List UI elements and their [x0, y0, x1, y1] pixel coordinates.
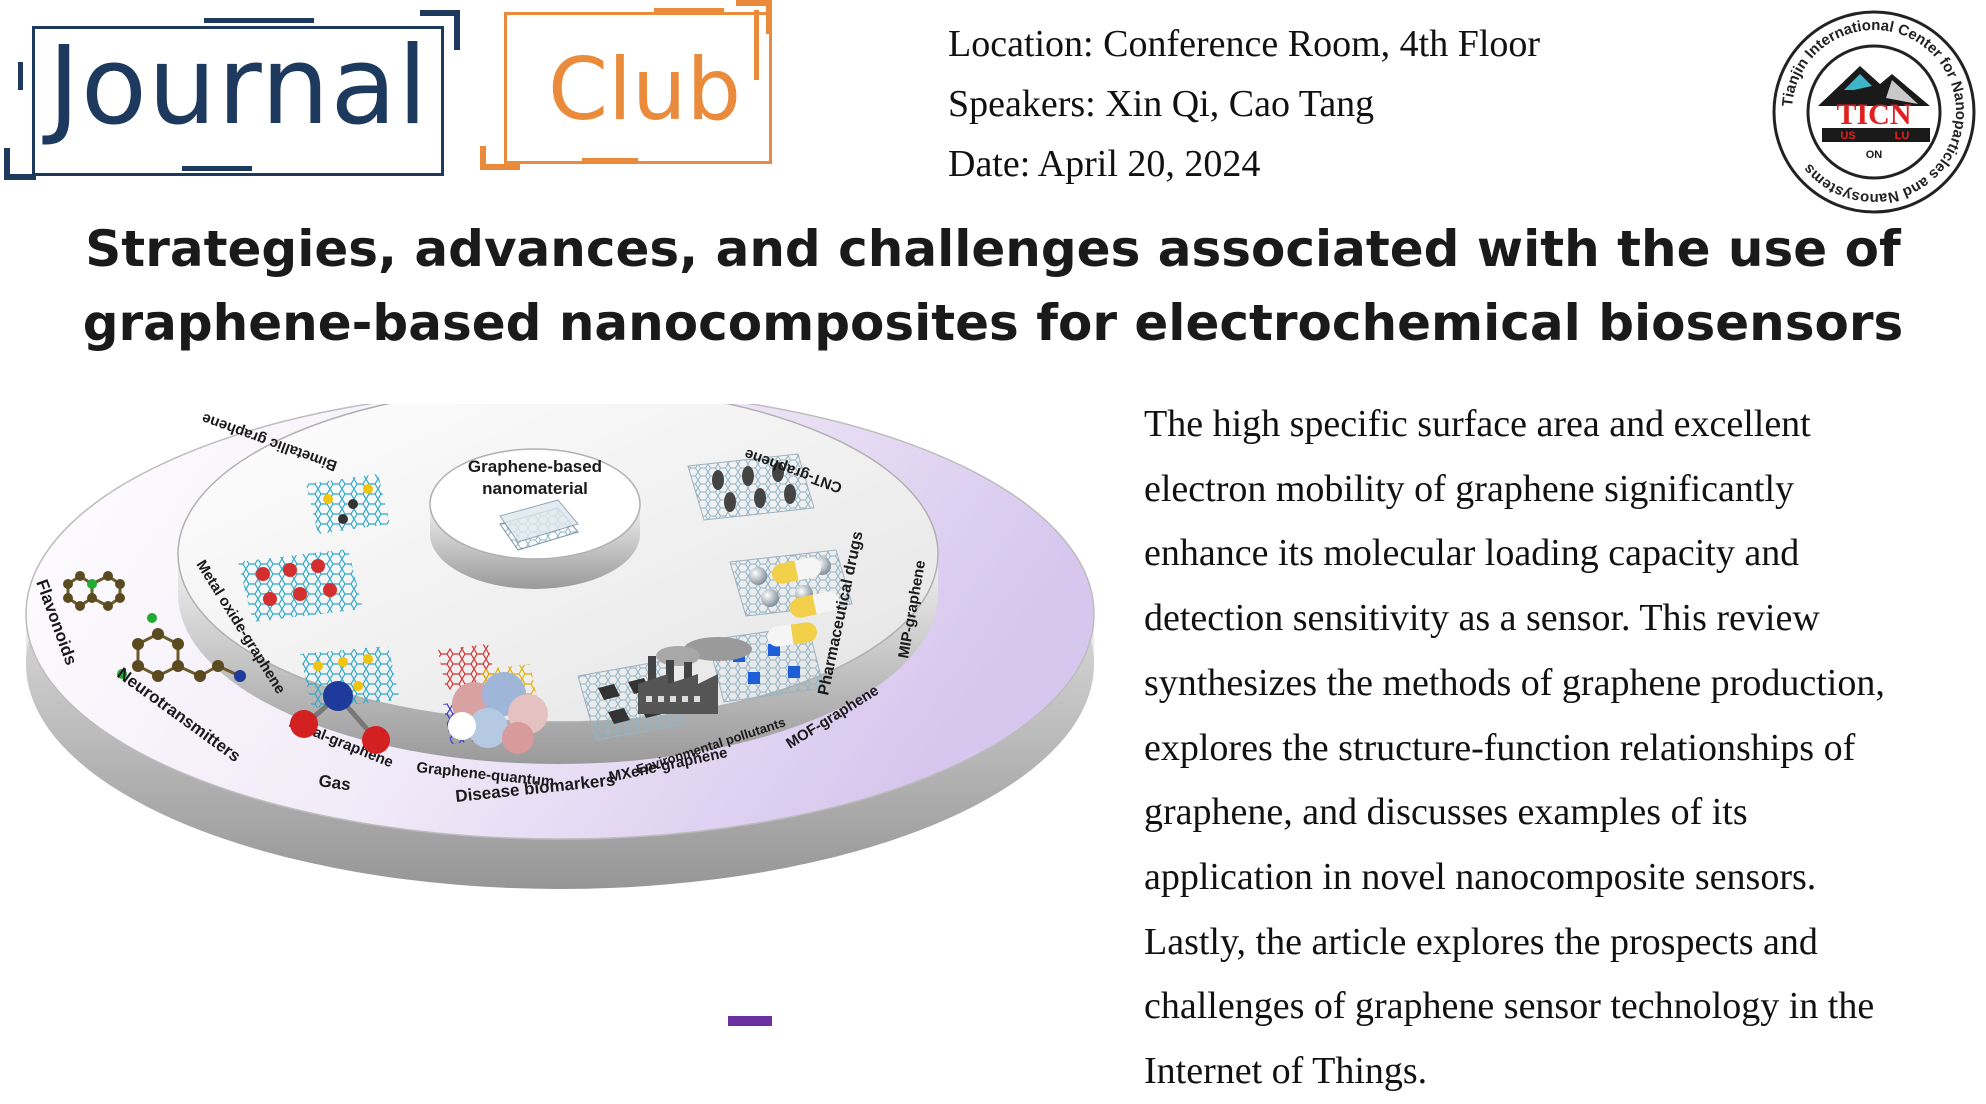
event-date: Date: April 20, 2024 [948, 143, 1261, 185]
neurotransmitter-molecule-icon [117, 613, 246, 682]
abstract-line: Lastly, the article explores the prospec… [1144, 920, 1818, 963]
page-title: Strategies, advances, and challenges ass… [0, 212, 1986, 360]
journal-logo-text: Journal [48, 24, 429, 149]
center-label-2: nanomaterial [482, 479, 588, 498]
abstract-line: detection sensitivity as a sensor. This … [1144, 597, 1820, 640]
purple-marker [728, 1016, 772, 1026]
factory-icon [638, 637, 752, 714]
event-speakers: Speakers: Xin Qi, Cao Tang [948, 83, 1375, 125]
label-gas: Gas [317, 771, 351, 794]
center-pedestal [429, 448, 641, 560]
abstract-line: Internet of Things. [1144, 1050, 1428, 1093]
abstract-line: electron mobility of graphene significan… [1144, 467, 1795, 510]
gas-molecule-icon [290, 681, 390, 754]
event-location: Location: Conference Room, 4th Floor [948, 23, 1541, 65]
club-logo-brackets [480, 0, 772, 170]
journal-logo: Journal [4, 6, 464, 186]
emblem-sub-lu: LU [1895, 130, 1910, 142]
disease-biomarker-protein-icon [448, 672, 548, 754]
ticn-emblem: Tianjin International Center for Nanopar… [1772, 10, 1976, 214]
center-label-1: Graphene-based [468, 457, 602, 476]
abstract-line: graphene, and discusses examples of its [1144, 791, 1748, 834]
emblem-center-text: TICN [1836, 98, 1911, 131]
abstract-line: challenges of graphene sensor technology… [1144, 985, 1875, 1028]
journal-logo-brackets [4, 10, 460, 180]
cnt-graphene-icon [687, 453, 815, 521]
flavonoid-molecule-icon [63, 571, 125, 611]
abstract-line: enhance its molecular loading capacity a… [1144, 532, 1800, 575]
graphical-abstract-figure: Graphene-based nanomaterial [25, 404, 1095, 1026]
abstract-line: synthesizes the methods of graphene prod… [1144, 661, 1885, 704]
metal-oxide-graphene-icon [238, 549, 363, 622]
emblem-sub-us: US [1840, 130, 1855, 142]
bimetallic-graphene-icon [306, 474, 390, 534]
pill-capsules-icon [767, 557, 840, 647]
club-logo: Club [480, 0, 790, 176]
abstract-line: explores the structure-function relation… [1144, 726, 1856, 769]
abstract-text: The high specific surface area and excel… [1144, 392, 1978, 1104]
abstract-line: application in novel nanocomposite senso… [1144, 855, 1817, 898]
club-logo-text: Club [548, 40, 742, 140]
title-line-2: graphene-based nanocomposites for electr… [82, 294, 1904, 352]
title-line-1: Strategies, advances, and challenges ass… [85, 220, 1901, 278]
journal-logo-frame [32, 26, 444, 176]
abstract-line: The high specific surface area and excel… [1144, 403, 1811, 445]
emblem-sub-on: ON [1866, 149, 1883, 161]
